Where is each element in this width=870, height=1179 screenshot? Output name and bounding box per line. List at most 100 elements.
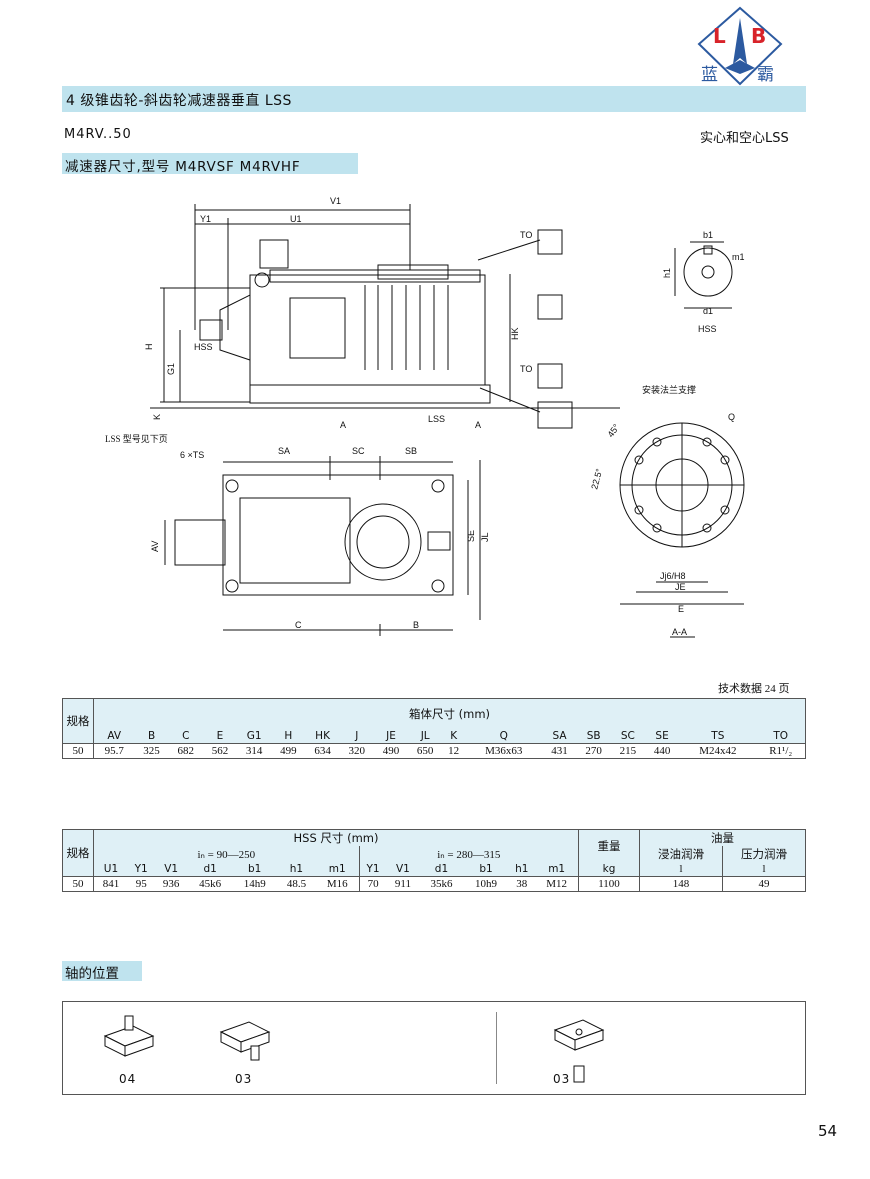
column-header: JE	[386, 730, 396, 742]
svg-text:Q: Q	[728, 412, 735, 422]
column-header: B	[147, 730, 156, 742]
svg-text:SC: SC	[352, 446, 365, 456]
svg-text:h1: h1	[662, 268, 672, 278]
table-cell: 682	[177, 745, 195, 757]
weight-value: 1100	[578, 876, 640, 892]
svg-text:Jj6/H8: Jj6/H8	[660, 571, 686, 581]
size-label-2: 规格	[62, 829, 94, 877]
table-cell: 45k6	[199, 878, 222, 890]
column-header: H	[284, 730, 293, 742]
table-cell: 936	[162, 878, 180, 890]
svg-text:Y1: Y1	[200, 214, 211, 224]
table-cell: M36x63	[485, 745, 523, 757]
hss-group-title: HSS 尺寸 (mm)	[93, 829, 579, 846]
svg-text:A-A: A-A	[672, 627, 687, 637]
table-cell: 95.7	[104, 745, 124, 757]
svg-text:TO: TO	[520, 364, 532, 374]
page-number: 54	[818, 1122, 838, 1140]
svg-text:安装法兰支撑: 安装法兰支撑	[642, 384, 696, 395]
section-title: 4 级锥齿轮-斜齿轮减速器垂直 LSS	[66, 93, 292, 109]
column-header: HK	[315, 730, 330, 742]
technical-drawing: V1 Y1 U1 H G1 K HSS HK TO TO A A LSS LSS…	[105, 196, 745, 638]
column-header: E	[216, 730, 224, 742]
oil-bath-value: 148	[639, 876, 723, 892]
section-title-band: 4 级锥齿轮-斜齿轮减速器垂直 LSS	[62, 86, 806, 112]
column-header: TS	[711, 730, 725, 742]
table-cell: 314	[245, 745, 263, 757]
table-cell: 325	[143, 745, 160, 757]
table-cell: 70	[367, 878, 379, 890]
logo: L B 蓝 霸	[695, 4, 785, 88]
svg-text:B: B	[413, 620, 419, 630]
svg-text:SA: SA	[278, 446, 290, 456]
column-header: m1	[315, 862, 360, 877]
svg-text:SB: SB	[405, 446, 417, 456]
oil-unit-bath: l	[639, 862, 723, 877]
ratio-range-1: iₙ = 90—250	[93, 846, 360, 862]
housing-group-title: 箱体尺寸 (mm)	[408, 707, 491, 721]
subtitle-band: 减速器尺寸,型号 M4RVSF M4RVHF	[62, 153, 358, 175]
table-cell: 10h9	[475, 878, 498, 890]
shaft-section-band: 轴的位置	[62, 961, 142, 982]
svg-text:AV: AV	[150, 541, 160, 552]
logo-name-right: 霸	[757, 65, 774, 85]
svg-text:45°: 45°	[605, 422, 621, 439]
svg-text:E: E	[678, 604, 684, 614]
position-04-icon	[103, 1015, 155, 1057]
table-cell: 634	[314, 745, 331, 757]
table-cell: 215	[619, 745, 637, 757]
column-header: b1	[479, 863, 493, 875]
column-header: C	[182, 730, 190, 742]
svg-text:SE: SE	[466, 530, 476, 542]
svg-text:LSS: LSS	[428, 414, 445, 424]
svg-text:TO: TO	[520, 230, 532, 240]
svg-text:A: A	[340, 420, 346, 430]
table-cell: 38	[516, 878, 528, 890]
svg-text:HSS: HSS	[698, 324, 717, 334]
column-header: V1	[164, 863, 179, 875]
table-cell: 48.5	[286, 878, 307, 890]
oil-title: 油量	[711, 831, 734, 845]
svg-text:K: K	[152, 414, 162, 420]
table-cell: M16	[315, 876, 360, 892]
position-03-hollow-icon	[553, 1019, 605, 1083]
svg-text:b1: b1	[703, 230, 713, 240]
table-cell: 270	[585, 745, 602, 757]
svg-text:JL: JL	[480, 532, 490, 542]
table-cell: 499	[280, 745, 297, 757]
logo-letter-b: B	[751, 24, 767, 48]
column-header: SB	[586, 730, 601, 742]
svg-text:U1: U1	[290, 214, 302, 224]
column-header: G1	[246, 730, 262, 742]
svg-text:V1: V1	[330, 196, 341, 206]
column-header: J	[355, 730, 359, 742]
row-size: 50	[62, 743, 94, 759]
ratio-range-2: iₙ = 280—315	[359, 846, 580, 862]
column-header: h1	[289, 863, 304, 875]
column-header: U1	[103, 863, 119, 875]
svg-text:6 ×TS: 6 ×TS	[180, 450, 204, 460]
svg-text:C: C	[295, 620, 302, 630]
position-label-1: 04	[119, 1072, 137, 1086]
svg-text:d1: d1	[703, 306, 713, 316]
column-header: AV	[107, 730, 122, 742]
hss-dimensions-table: 规格 HSS 尺寸 (mm) 重量 油量 iₙ = 90—250 iₙ = 28…	[62, 829, 806, 892]
row-size-2: 50	[62, 876, 94, 892]
table-cell: 12	[448, 745, 460, 757]
shaft-detail: b1 m1 h1 d1 HSS	[662, 230, 745, 334]
oil-pressure: 压力润滑	[741, 847, 787, 861]
logo-name-left: 蓝	[701, 65, 718, 85]
table-cell: 431	[551, 745, 568, 757]
column-header: d1	[203, 863, 217, 875]
plan-view: 6 ×TS SA SC SB AV SE JL C B	[150, 446, 490, 636]
tech-note: 技术数据 24 页	[718, 683, 790, 695]
table-cell: 440	[653, 745, 671, 757]
column-header: d1	[434, 863, 449, 875]
table-cell: 562	[211, 745, 229, 757]
table-cell: 650	[416, 745, 434, 757]
svg-text:JE: JE	[675, 582, 686, 592]
